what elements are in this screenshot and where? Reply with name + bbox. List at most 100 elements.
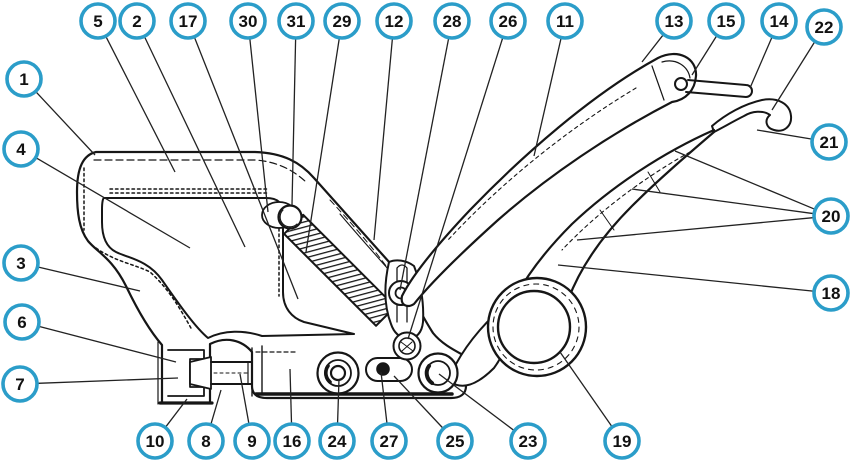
callout-26: 26: [489, 2, 527, 40]
callout-number-2: 2: [132, 12, 141, 31]
jaw-piston-head: [189, 356, 212, 390]
base-left-post: [251, 345, 263, 397]
callout-ring-18: [812, 274, 850, 312]
callout-ring-29: [323, 2, 361, 40]
callout-ring-23: [509, 422, 547, 460]
leader-line-3: [38, 266, 141, 292]
callout-30: 30: [229, 2, 267, 40]
callout-number-7: 7: [15, 375, 24, 394]
leader-lines: [35, 34, 815, 431]
callout-number-17: 17: [179, 12, 198, 31]
callout-ring-10: [136, 422, 174, 460]
finger-ring-dashed: [492, 283, 580, 371]
leader-line-11: [533, 38, 562, 157]
leader-line-27: [380, 371, 388, 424]
leader-line-19: [559, 351, 613, 427]
callout-20: 20: [812, 197, 850, 235]
callout-16: 16: [273, 422, 311, 460]
spring-pivot-detail: [279, 209, 298, 228]
callout-ring-16: [273, 422, 311, 460]
leader-line-26: [407, 37, 504, 340]
callout-27: 27: [370, 422, 408, 460]
handle-seams: [599, 171, 661, 231]
leader-line-25: [393, 375, 444, 429]
callout-ring-30: [229, 2, 267, 40]
callout-number-5: 5: [93, 12, 102, 31]
callout-ring-28: [433, 2, 471, 40]
latch-hook: [711, 98, 793, 133]
callout-number-20: 20: [822, 207, 841, 226]
callout-ring-11: [546, 2, 584, 40]
callout-number-24: 24: [328, 432, 347, 451]
callout-10: 10: [136, 422, 174, 460]
callout-number-15: 15: [717, 12, 736, 31]
leader-line-1: [35, 91, 96, 156]
callout-number-23: 23: [519, 432, 538, 451]
callout-number-12: 12: [385, 12, 404, 31]
callout-number-25: 25: [446, 432, 465, 451]
callout-ring-19: [603, 422, 641, 460]
leader-line-16: [289, 368, 293, 424]
leader-line-14: [749, 37, 773, 89]
leader-line-21: [756, 129, 812, 140]
piston-rod: [210, 361, 253, 385]
pivot-large: [316, 351, 360, 395]
callout-ring-2: [118, 2, 156, 40]
callout-5: 5: [79, 2, 117, 40]
callout-number-22: 22: [815, 18, 834, 37]
finger-ring-inner: [496, 289, 572, 365]
callout-number-31: 31: [287, 12, 306, 31]
lever-mid-dash: [447, 87, 637, 241]
leader-line-4: [36, 157, 191, 249]
callout-ring-20: [812, 197, 850, 235]
callout-number-14: 14: [770, 12, 789, 31]
callout-number-9: 9: [247, 432, 256, 451]
callout-31: 31: [277, 2, 315, 40]
callout-number-30: 30: [239, 12, 258, 31]
callout-28: 28: [433, 2, 471, 40]
callout-19: 19: [603, 422, 641, 460]
callout-9: 9: [233, 422, 271, 460]
callout-ring-5: [79, 2, 117, 40]
leader-line-12: [373, 38, 394, 241]
callout-number-6: 6: [17, 313, 26, 332]
callout-number-13: 13: [665, 12, 684, 31]
callout-ring-1: [5, 60, 43, 98]
handle-mid-dash: [561, 151, 691, 251]
callout-14: 14: [760, 2, 798, 40]
callout-ring-25: [436, 422, 474, 460]
callout-ring-14: [760, 2, 798, 40]
callout-number-16: 16: [283, 432, 302, 451]
leader-line-23: [438, 373, 515, 431]
leader-line-29: [305, 38, 340, 253]
callout-number-18: 18: [822, 284, 841, 303]
leader-line-28: [399, 38, 450, 291]
slot-pin: [376, 362, 390, 376]
callout-ring-7: [1, 365, 39, 403]
link-lower-pivot: [392, 331, 422, 361]
leader-line-15: [691, 35, 717, 76]
callout-ring-13: [655, 2, 693, 40]
callout-13: 13: [655, 2, 693, 40]
callout-number-3: 3: [16, 254, 25, 273]
callout-3: 3: [2, 244, 40, 282]
callout-ring-6: [3, 303, 41, 341]
spring-top-pivot: [277, 204, 303, 230]
leader-line-24: [336, 378, 340, 424]
callout-24: 24: [318, 422, 356, 460]
callout-ring-8: [187, 422, 225, 460]
leader-line-5: [105, 36, 176, 173]
callout-4: 4: [2, 130, 40, 168]
callout-25: 25: [436, 422, 474, 460]
callout-ring-31: [277, 2, 315, 40]
callout-6: 6: [3, 303, 41, 341]
leader-line-22: [771, 41, 815, 111]
leader-line-20: [576, 217, 814, 241]
callout-21: 21: [810, 123, 848, 161]
leader-line-20: [674, 150, 815, 210]
leader-line-2: [144, 36, 246, 248]
callout-ring-15: [707, 2, 745, 40]
callout-1: 1: [5, 60, 43, 98]
